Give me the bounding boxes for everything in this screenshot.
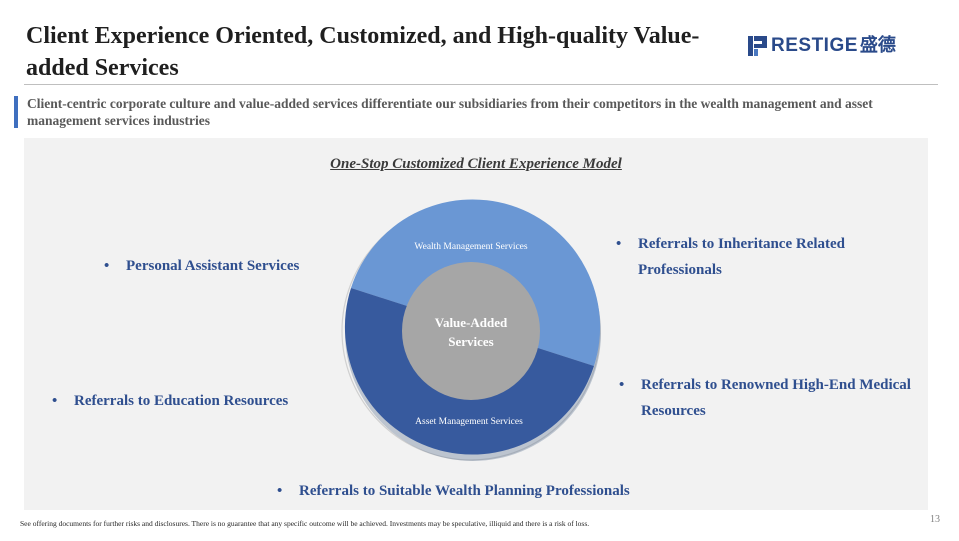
company-logo: RESTIGE 盛德 [748,34,918,58]
bullet-text: Referrals to Inheritance Related Profess… [638,236,846,278]
bullet-dot: • [619,377,625,393]
bullet-dot: • [616,236,622,252]
bullet-text: Referrals to Renowned High-End Medical R… [641,377,911,419]
bullet-dot: • [52,393,58,409]
bullet-inheritance: • Referrals to Inheritance Related Profe… [616,231,916,283]
subtitle: Client-centric corporate culture and val… [27,96,873,128]
center-label-line2: Services [448,334,493,349]
bottom-segment-label: Asset Management Services [415,417,523,427]
page-number: 13 [930,514,940,525]
bullet-text: Referrals to Education Resources [74,393,289,409]
bullet-text: Personal Assistant Services [126,258,300,274]
bullet-wealth-planning: • Referrals to Suitable Wealth Planning … [277,478,737,504]
center-label-line1: Value-Added [435,315,508,330]
bullet-dot: • [277,483,283,499]
title-divider [24,84,938,85]
footer-disclaimer: See offering documents for further risks… [20,519,590,528]
model-title: One-Stop Customized Client Experience Mo… [330,156,622,172]
services-diagram: Wealth Management Services Asset Managem… [340,194,606,468]
bullet-personal-assistant: • Personal Assistant Services [104,253,364,279]
prestige-p-icon [748,35,770,57]
bullet-text: Referrals to Suitable Wealth Planning Pr… [299,483,630,499]
subtitle-accent-bar [14,96,18,128]
bullet-education: • Referrals to Education Resources [52,388,352,414]
bullet-dot: • [104,258,110,274]
logo-chinese-text: 盛德 [859,35,896,56]
value-added-center [402,262,540,400]
page-title: Client Experience Oriented, Customized, … [26,23,700,81]
bullet-medical: • Referrals to Renowned High-End Medical… [619,372,919,424]
services-circle-svg: Wealth Management Services Asset Managem… [341,199,601,461]
top-segment-label: Wealth Management Services [414,242,527,252]
logo-text: RESTIGE [771,35,858,56]
